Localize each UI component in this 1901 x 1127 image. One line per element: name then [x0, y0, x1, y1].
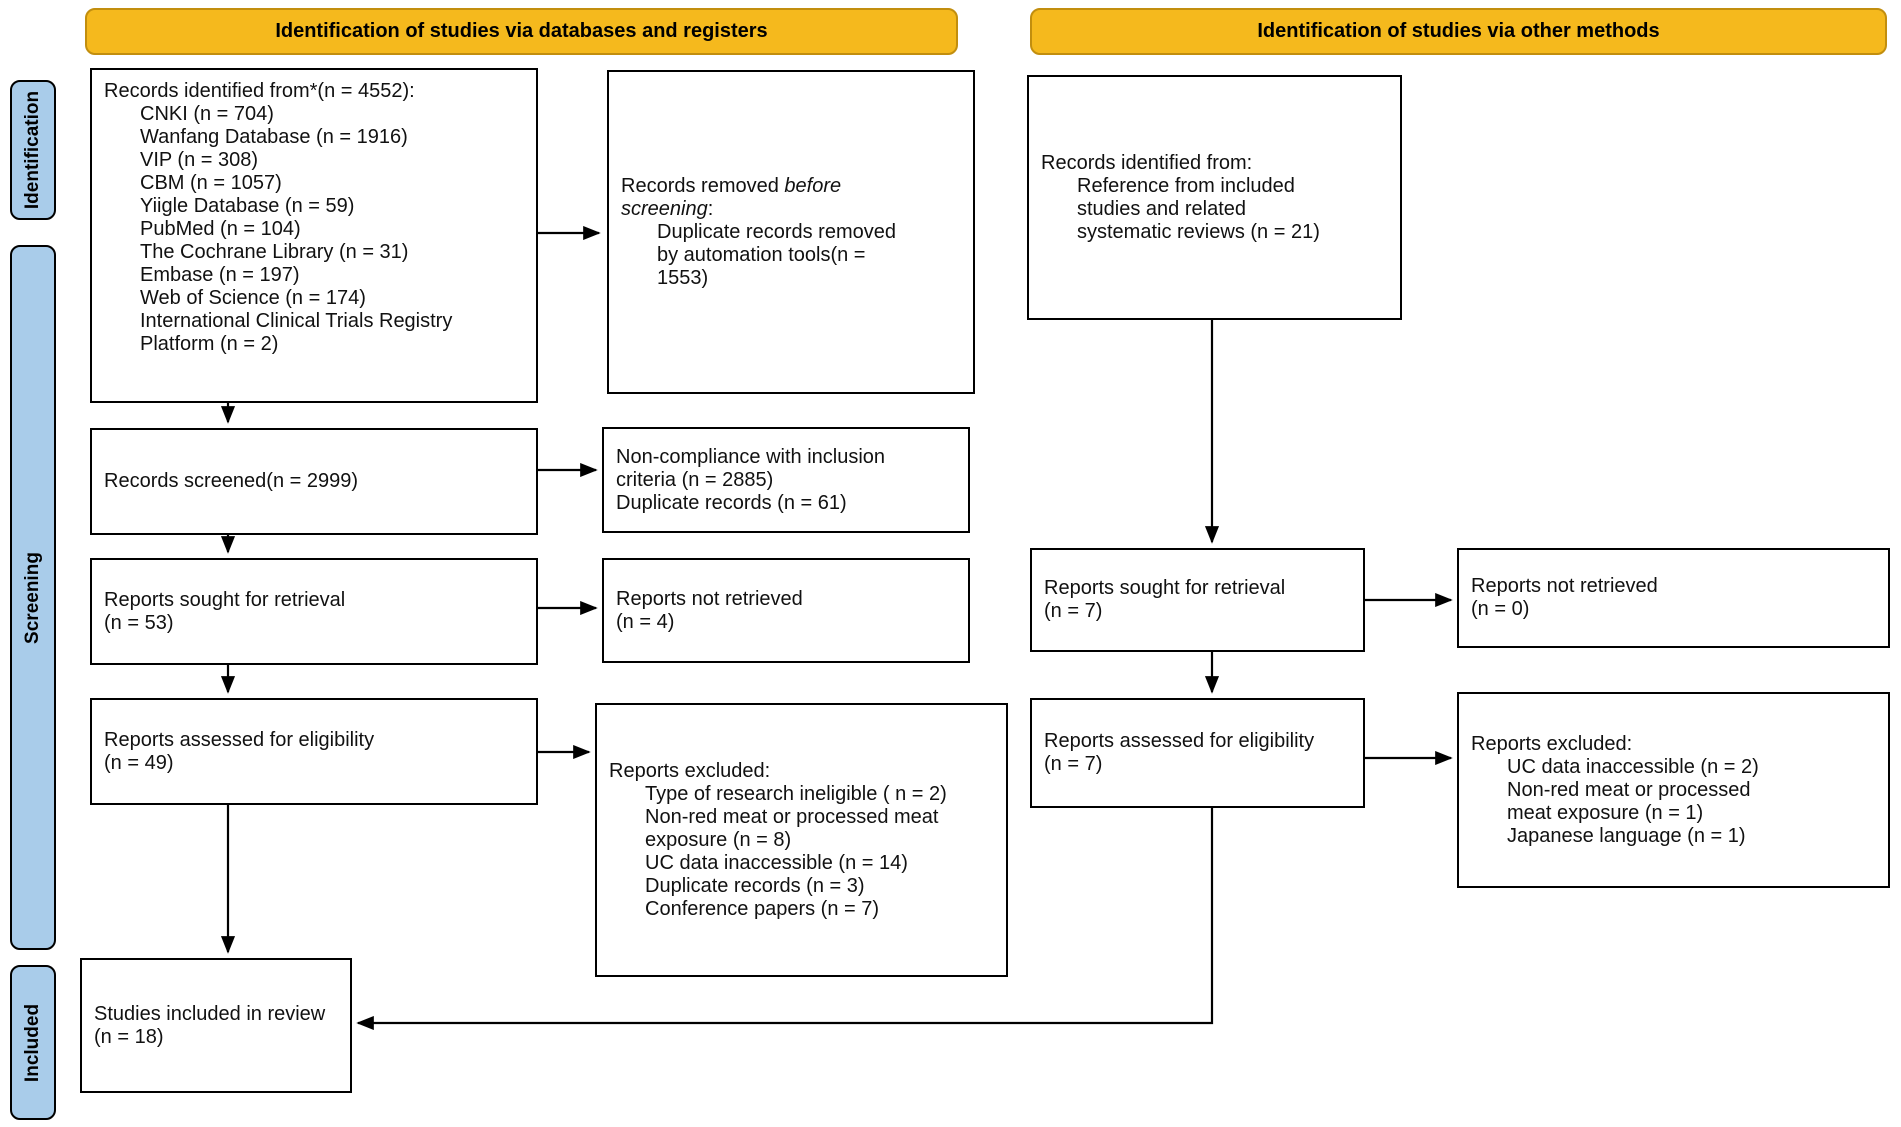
box-text-line: UC data inaccessible (n = 2) [1507, 755, 1759, 778]
box-text-line: systematic reviews (n = 21) [1077, 220, 1320, 243]
box-text-line: Reports not retrieved [616, 587, 803, 610]
box-reports-excluded-other: Reports excluded:UC data inaccessible (n… [1457, 692, 1890, 888]
box-text-line: (n = 49) [104, 751, 174, 774]
box-reports-sought-other: Reports sought for retrieval(n = 7) [1030, 548, 1365, 652]
box-text-line: Reports not retrieved [1471, 575, 1658, 597]
box-records-identified: Records identified from*(n = 4552):CNKI … [90, 68, 538, 403]
box-text-line: criteria (n = 2885) [616, 468, 774, 491]
box-reports-not-retrieved-databases: Reports not retrieved(n = 4) [602, 558, 970, 663]
box-text-line: Yiigle Database (n = 59) [140, 195, 355, 217]
box-text-line: (n = 0) [1471, 598, 1530, 620]
box-reports-excluded-databases: Reports excluded:Type of research inelig… [595, 703, 1008, 977]
box-text-line: Records screened(n = 2999) [104, 470, 359, 492]
box-records-identified-other: Records identified from:Reference from i… [1027, 75, 1402, 320]
box-reports-sought-databases: Reports sought for retrieval(n = 53) [90, 558, 538, 665]
box-text-line: Duplicate records (n = 61) [616, 491, 847, 514]
box-text-line: CBM (n = 1057) [140, 172, 282, 194]
box-text-line: (n = 18) [94, 1025, 164, 1048]
box-text-line: Records removed before [621, 174, 842, 197]
box-text-line: meat exposure (n = 1) [1507, 801, 1704, 824]
sidebar-included-label: Included [22, 1003, 43, 1082]
box-text-line: The Cochrane Library (n = 31) [140, 241, 409, 263]
sidebar-identification-label: Identification [22, 90, 44, 210]
box-text-line: Records identified from: [1041, 151, 1253, 174]
box-text-line: Duplicate records (n = 3) [645, 874, 865, 897]
box-text-line: Type of research ineligible ( n = 2) [645, 782, 947, 805]
box-text-line: PubMed (n = 104) [140, 218, 301, 240]
header-other-methods: Identification of studies via other meth… [1030, 8, 1887, 55]
box-text-line: Reports sought for retrieval [104, 588, 346, 611]
box-text-line: Reports excluded: [609, 759, 771, 782]
sidebar-screening-label: Screening [22, 551, 43, 644]
header-other-label: Identification of studies via other meth… [1257, 20, 1660, 42]
box-text-line: Wanfang Database (n = 1916) [140, 126, 408, 148]
sidebar-screening: Screening [10, 245, 56, 950]
header-databases-label: Identification of studies via databases … [275, 20, 768, 42]
sidebar-identification: Identification [10, 80, 56, 220]
box-text-line: Non-red meat or processed meat [645, 805, 939, 828]
box-text-line: (n = 4) [616, 610, 675, 633]
box-text-line: (n = 7) [1044, 600, 1103, 622]
box-text-line: Web of Science (n = 174) [140, 287, 366, 309]
box-text-line: 1553) [657, 266, 709, 289]
sidebar-included: Included [10, 965, 56, 1120]
box-text-line: CNKI (n = 704) [140, 103, 274, 125]
box-reports-assessed-other: Reports assessed for eligibility(n = 7) [1030, 698, 1365, 808]
box-text-line: Japanese language (n = 1) [1507, 824, 1746, 847]
box-text-line: VIP (n = 308) [140, 149, 259, 171]
box-records-screened: Records screened(n = 2999) [90, 428, 538, 535]
header-databases-and-registers: Identification of studies via databases … [85, 8, 958, 55]
box-text-line: Reports assessed for eligibility [1044, 730, 1315, 752]
box-text-line: by automation tools(n = [657, 243, 866, 266]
box-text-line: Duplicate records removed [657, 220, 896, 243]
box-text-line: Reports assessed for eligibility [104, 728, 375, 751]
box-text-line: Conference papers (n = 7) [645, 897, 880, 920]
box-text-line: Non-compliance with inclusion [616, 445, 886, 468]
box-text-line: studies and related [1077, 197, 1247, 220]
box-text-line: Studies included in review [94, 1002, 326, 1025]
box-text-line: exposure (n = 8) [645, 828, 792, 851]
box-reports-assessed-databases: Reports assessed for eligibility(n = 49) [90, 698, 538, 805]
box-text-line: Non-red meat or processed [1507, 778, 1751, 801]
box-text-line: (n = 53) [104, 611, 174, 634]
box-reports-not-retrieved-other: Reports not retrieved(n = 0) [1457, 548, 1890, 648]
box-text-line: screening: [621, 197, 714, 220]
box-text-line: Embase (n = 197) [140, 264, 300, 286]
box-text-line: Reference from included [1077, 174, 1295, 197]
box-text-line: Reports sought for retrieval [1044, 577, 1286, 599]
box-studies-included: Studies included in review(n = 18) [80, 958, 352, 1093]
box-text-line: UC data inaccessible (n = 14) [645, 851, 908, 874]
box-text-line: Records identified from*(n = 4552): [104, 80, 415, 102]
box-text-line: Reports excluded: [1471, 732, 1633, 755]
box-text-line: Platform (n = 2) [140, 333, 279, 355]
box-text-line: International Clinical Trials Registry [140, 310, 453, 332]
box-text-line: (n = 7) [1044, 753, 1103, 775]
